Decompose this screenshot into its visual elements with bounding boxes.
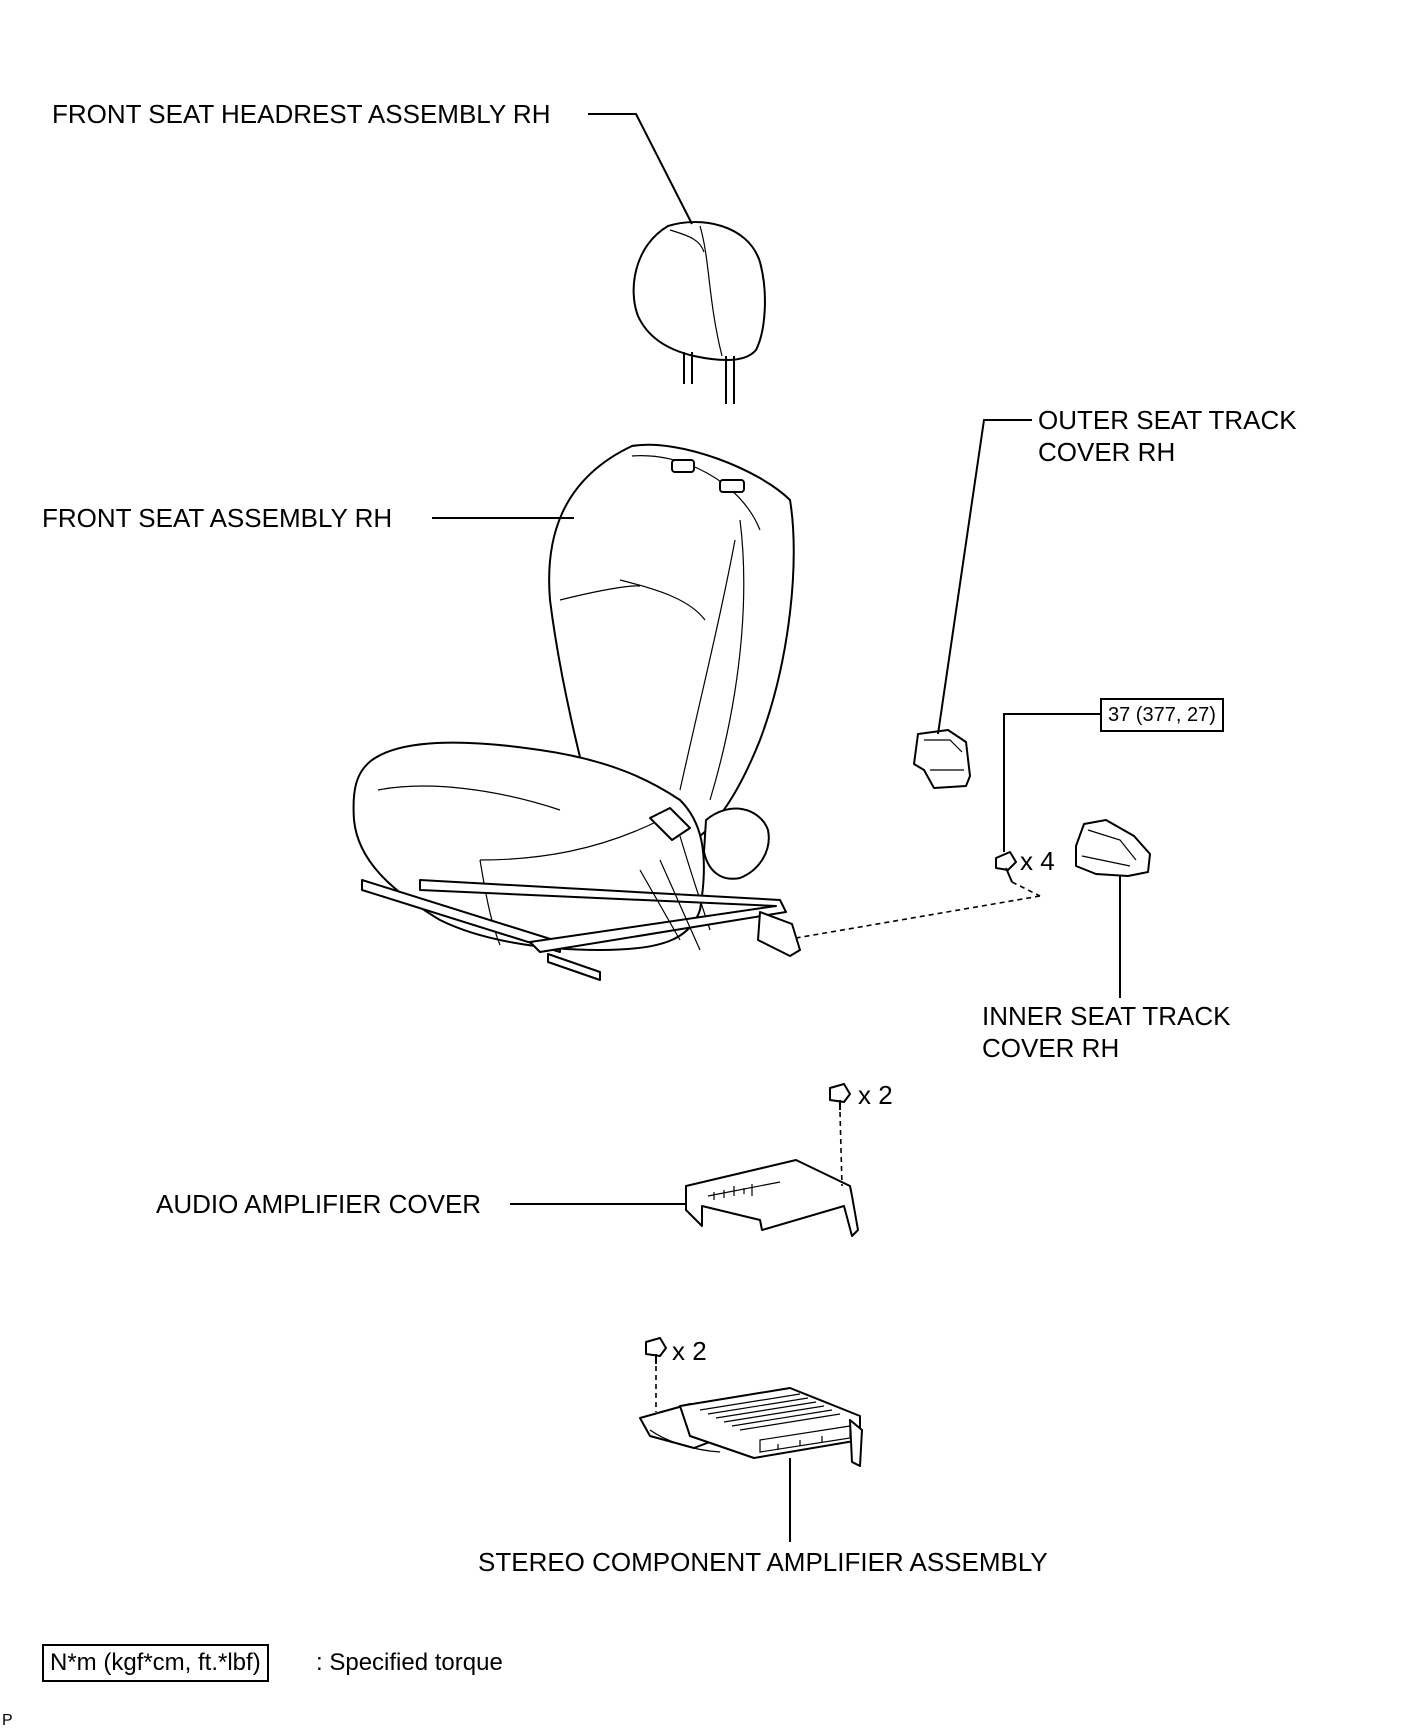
legend-unit-box: N*m (kgf*cm, ft.*lbf) (42, 1644, 269, 1682)
seat-bolt-drawing (995, 851, 1017, 883)
label-outer-cover-line1: OUTER SEAT TRACK (1038, 405, 1297, 435)
label-seat: FRONT SEAT ASSEMBLY RH (42, 503, 393, 533)
corner-mark: P (2, 1712, 13, 1729)
label-inner-cover-line2: COVER RH (982, 1033, 1120, 1063)
torque-spec-box: 37 (377, 27) (1100, 698, 1224, 732)
outer-track-cover-drawing (913, 729, 971, 789)
legend-description: : Specified torque (316, 1649, 503, 1676)
label-amp-assembly: STEREO COMPONENT AMPLIFIER ASSEMBLY (478, 1547, 1048, 1577)
label-outer-cover-line2: COVER RH (1038, 437, 1176, 467)
leader-lines (432, 113, 1121, 1542)
cover-bolt-drawing (829, 1083, 851, 1110)
headrest-drawing (632, 221, 766, 404)
label-inner-cover-line1: INNER SEAT TRACK (982, 1001, 1231, 1031)
label-headrest: FRONT SEAT HEADREST ASSEMBLY RH (52, 99, 551, 129)
install-lines (655, 881, 1041, 1412)
amp-assembly-drawing (639, 1387, 863, 1467)
seat-drawing (352, 443, 801, 981)
qty-cover-bolts: x 2 (858, 1080, 893, 1110)
amp-cover-drawing (685, 1159, 859, 1237)
amp-bolt-drawing (645, 1337, 667, 1364)
inner-track-cover-drawing (1075, 819, 1151, 877)
qty-seat-bolts: x 4 (1020, 846, 1055, 876)
label-amp-cover: AUDIO AMPLIFIER COVER (156, 1189, 482, 1219)
qty-amp-bolts: x 2 (672, 1336, 707, 1366)
